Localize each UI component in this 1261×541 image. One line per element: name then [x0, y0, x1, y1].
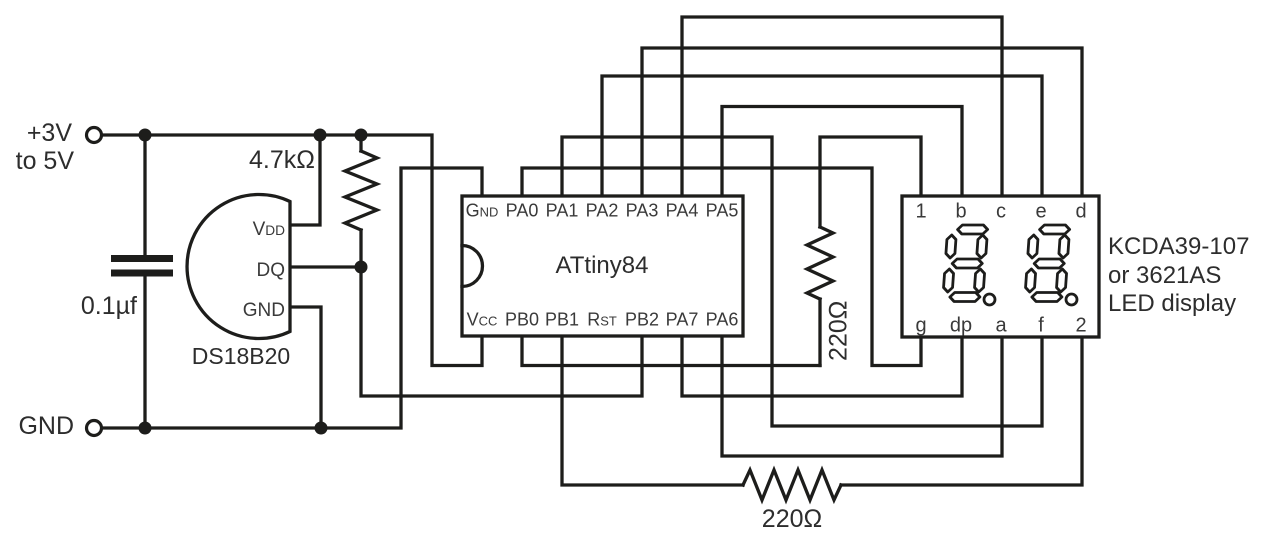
display-pin-label-e: e	[1035, 200, 1047, 223]
mcu-name-label: ATtiny84	[555, 252, 649, 279]
mcu-pin-label-pb0: PB0	[504, 309, 540, 330]
segment-resistor2-value-label: 220Ω	[761, 505, 823, 533]
wire-pa1-to-f	[560, 135, 1044, 428]
ground-label: GND	[18, 412, 74, 440]
sensor-name-label: DS18B20	[191, 343, 291, 369]
display-pin-label-g: g	[915, 314, 927, 337]
wire-pa5-to-b	[720, 104, 964, 199]
resistor-4k7-zigzag	[340, 148, 382, 233]
wire-pb0-to-resistor1	[520, 334, 822, 368]
wire-pb1-to-resistor2	[560, 334, 745, 487]
pullup-resistor-value-label: 4.7kΩ	[249, 146, 315, 174]
capacitor-value-label: 0.1µf	[80, 292, 137, 320]
segment-resistor1-value-label: 220Ω	[824, 300, 853, 361]
wire-pa6-to-a	[720, 334, 1004, 458]
resistor-220-horizontal-zigzag	[740, 465, 844, 505]
mcu-pin-label-pa3: PA3	[625, 200, 659, 221]
positive-supply-label-line2: to 5V	[15, 147, 74, 175]
terminal-ground-icon	[84, 418, 104, 438]
led-display-box	[900, 194, 1101, 339]
mcu-pin-label-pa6: PA6	[705, 309, 739, 330]
mcu-pin-label-pa0: PA0	[505, 200, 539, 221]
wire-pa4-to-c	[680, 15, 1004, 199]
mcu-box	[460, 194, 745, 338]
capacitor-plate-bottom	[111, 269, 173, 277]
display-caption: KCDA39-107 or 3621AS LED display	[1108, 233, 1249, 319]
junction-dot	[314, 421, 328, 435]
junction-dot	[138, 128, 152, 142]
decimal-point-icon	[1064, 292, 1079, 307]
mcu-pin-label-pa5: PA5	[705, 200, 739, 221]
mcu-pin-label-pa4: PA4	[665, 200, 699, 221]
display-pin-label-1: 1	[915, 200, 927, 223]
wire-pa2-to-e	[600, 74, 1044, 199]
junction-dot	[354, 260, 368, 274]
mcu-pin-label-gnd: GND	[465, 200, 499, 221]
wire-ground-rail-to-mcu-gnd	[100, 166, 484, 430]
mcu-pin-label-vcc: VCC	[466, 309, 498, 330]
mcu-pin-label-pa1: PA1	[545, 200, 579, 221]
wire-sensor-gnd	[288, 305, 323, 430]
wire-pa0-to-g	[520, 166, 923, 368]
mcu-pin-label-pb2: PB2	[624, 309, 660, 330]
display-pin-label-a: a	[995, 314, 1007, 337]
display-caption-line2: or 3621AS	[1108, 261, 1222, 289]
wire-resistor1-to-pin1	[818, 135, 923, 229]
wire-resistor2-to-pin2	[839, 335, 1084, 487]
junction-dots	[138, 128, 368, 435]
display-pin-label-f: f	[1038, 314, 1044, 337]
decimal-point-icon	[982, 292, 997, 307]
display-caption-line1: KCDA39-107	[1108, 233, 1250, 260]
positive-supply-label-line1: +3V	[26, 119, 72, 147]
display-pin-label-2: 2	[1075, 314, 1087, 337]
mcu-pin-label-pa2: PA2	[585, 200, 619, 221]
wire-pa7-to-dp	[680, 334, 964, 398]
display-pin-label-b: b	[955, 200, 967, 223]
display-caption-line3: LED display	[1108, 290, 1237, 317]
mcu-pin-label-pb1: PB1	[544, 309, 580, 330]
display-pin-label-c: c	[996, 200, 1006, 223]
resistor-220-vertical-zigzag	[803, 224, 837, 302]
wire-sensor-vdd	[288, 133, 322, 227]
display-pin-label-dp: dp	[949, 314, 973, 337]
mcu-pin-label-pa7: PA7	[665, 309, 699, 330]
sensor-pin-label-vdd: VDD	[252, 219, 285, 240]
mcu-pin-label-rst: RST	[587, 309, 617, 330]
terminal-positive-icon	[84, 125, 104, 145]
junction-dot	[138, 421, 152, 435]
sensor-outline	[185, 192, 292, 341]
sensor-pin-label-dq: DQ	[256, 260, 286, 281]
mcu-notch-icon	[460, 243, 485, 289]
wire-pa3-to-d	[640, 46, 1084, 199]
display-pin-label-d: d	[1075, 200, 1087, 223]
junction-dot	[354, 128, 368, 142]
junction-dot	[313, 128, 327, 142]
capacitor-plate-top	[111, 255, 173, 262]
sensor-pin-label-gnd: GND	[242, 300, 285, 321]
